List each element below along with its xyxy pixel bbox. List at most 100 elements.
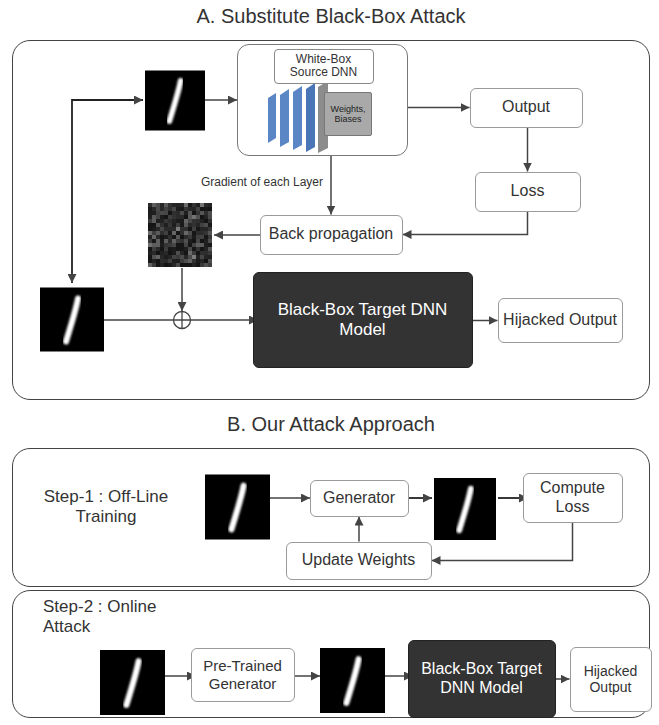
noise-cell bbox=[148, 203, 152, 207]
noise-cell bbox=[188, 239, 192, 243]
noise-cell bbox=[204, 203, 208, 207]
noise-cell bbox=[168, 219, 172, 223]
noise-cell bbox=[164, 263, 168, 267]
noise-cell bbox=[184, 263, 188, 267]
noise-cell bbox=[172, 219, 176, 223]
noise-cell bbox=[192, 263, 196, 267]
box-label: Back propagation bbox=[269, 225, 394, 243]
noise-cell bbox=[156, 251, 160, 255]
noise-cell bbox=[188, 211, 192, 215]
noise-cell bbox=[208, 259, 212, 263]
noise-cell bbox=[172, 227, 176, 231]
digit-image bbox=[145, 71, 205, 131]
section-panel: B. Our Attack ApproachStep-1 : Off-Line … bbox=[12, 448, 650, 587]
noise-cell bbox=[152, 255, 156, 259]
noise-cell bbox=[196, 215, 200, 219]
noise-cell bbox=[160, 255, 164, 259]
network-layer bbox=[293, 86, 302, 150]
noise-cell bbox=[192, 227, 196, 231]
noise-cell bbox=[168, 235, 172, 239]
noise-cell bbox=[148, 207, 152, 211]
noise-cell bbox=[164, 239, 168, 243]
noise-cell bbox=[176, 251, 180, 255]
flow-connector bbox=[432, 523, 573, 561]
noise-cell bbox=[172, 247, 176, 251]
noise-cell bbox=[184, 215, 188, 219]
noise-cell bbox=[148, 251, 152, 255]
noise-cell bbox=[188, 255, 192, 259]
noise-cell bbox=[196, 239, 200, 243]
noise-cell bbox=[152, 263, 156, 267]
noise-cell bbox=[192, 223, 196, 227]
noise-cell bbox=[192, 255, 196, 259]
output-box: Hijacked Output bbox=[498, 298, 623, 343]
noise-cell bbox=[196, 219, 200, 223]
noise-cell bbox=[160, 235, 164, 239]
noise-cell bbox=[176, 227, 180, 231]
noise-cell bbox=[184, 243, 188, 247]
noise-cell bbox=[180, 255, 184, 259]
flow-arrow bbox=[205, 99, 237, 101]
sum-symbol bbox=[174, 312, 191, 329]
noise-cell bbox=[176, 207, 180, 211]
noise-cell bbox=[208, 243, 212, 247]
noise-cell bbox=[184, 207, 188, 211]
process-box: Loss bbox=[475, 172, 581, 212]
noise-cell bbox=[200, 251, 204, 255]
flow-connector bbox=[408, 107, 470, 109]
noise-cell bbox=[192, 235, 196, 239]
noise-cell bbox=[168, 263, 172, 267]
noise-cell bbox=[200, 259, 204, 263]
noise-cell bbox=[152, 243, 156, 247]
noise-cell bbox=[204, 235, 208, 239]
noise-cell bbox=[164, 259, 168, 263]
noise-cell bbox=[208, 215, 212, 219]
noise-cell bbox=[196, 211, 200, 215]
noise-cell bbox=[208, 247, 212, 251]
noise-cell bbox=[192, 239, 196, 243]
noise-cell bbox=[188, 263, 192, 267]
noise-cell bbox=[148, 263, 152, 267]
noise-cell bbox=[160, 215, 164, 219]
noise-cell bbox=[188, 251, 192, 255]
noise-cell bbox=[160, 243, 164, 247]
noise-cell bbox=[204, 223, 208, 227]
flow-connector bbox=[473, 320, 498, 322]
noise-cell bbox=[184, 255, 188, 259]
noise-cell bbox=[188, 259, 192, 263]
noise-cell bbox=[188, 227, 192, 231]
model-label: White-Box Source DNN bbox=[274, 49, 374, 85]
noise-cell bbox=[184, 247, 188, 251]
noise-cell bbox=[176, 235, 180, 239]
noise-cell bbox=[180, 211, 184, 215]
sum-symbol bbox=[174, 312, 191, 329]
process-box: Pre-Trained Generator bbox=[191, 648, 295, 702]
noise-cell bbox=[172, 207, 176, 211]
section-panel: Step-2 : Online AttackPre-Trained Genera… bbox=[12, 590, 650, 718]
noise-cell bbox=[164, 235, 168, 239]
noise-cell bbox=[172, 211, 176, 215]
noise-cell bbox=[200, 247, 204, 251]
noise-cell bbox=[200, 239, 204, 243]
noise-cell bbox=[164, 215, 168, 219]
noise-cell bbox=[156, 203, 160, 207]
noise-cell bbox=[196, 247, 200, 251]
noise-cell bbox=[192, 259, 196, 263]
noise-cell bbox=[148, 259, 152, 263]
noise-cell bbox=[172, 239, 176, 243]
process-box: Back propagation bbox=[260, 215, 403, 255]
network-layer bbox=[268, 93, 276, 143]
section-panel: A. Substitute Black-Box AttackWhite-Box … bbox=[12, 40, 650, 400]
noise-cell bbox=[200, 227, 204, 231]
noise-cell bbox=[152, 231, 156, 235]
box-label: Loss bbox=[511, 182, 545, 200]
noise-cell bbox=[204, 231, 208, 235]
noise-cell bbox=[200, 207, 204, 211]
noise-cell bbox=[148, 255, 152, 259]
noise-cell bbox=[148, 223, 152, 227]
flow-arrow bbox=[191, 319, 258, 321]
digit-image bbox=[100, 650, 165, 715]
noise-cell bbox=[156, 231, 160, 235]
noise-cell bbox=[156, 239, 160, 243]
target-model-box: Black-Box Target DNN Model bbox=[253, 272, 473, 368]
